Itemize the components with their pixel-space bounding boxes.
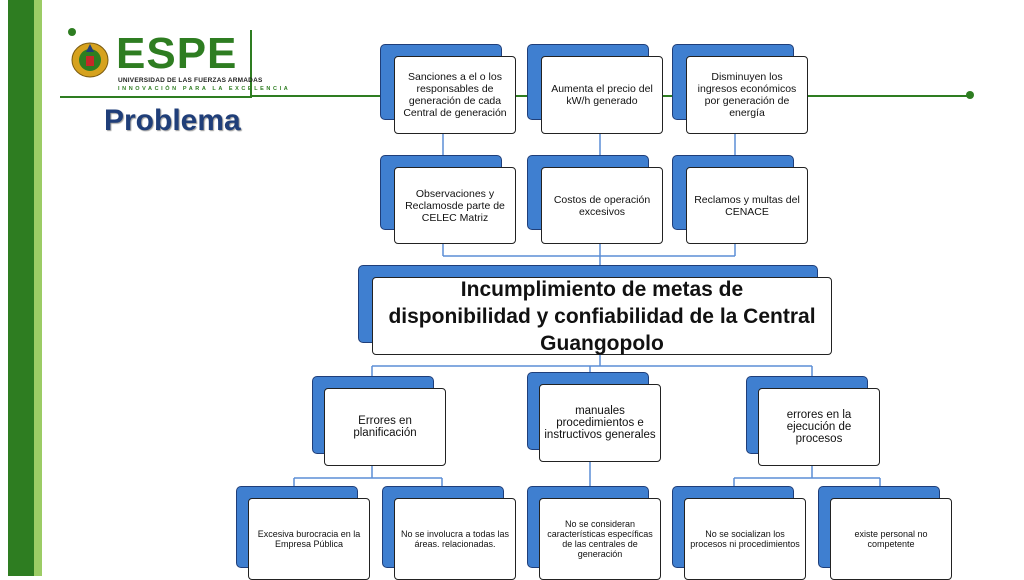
left-bar-light — [34, 0, 42, 576]
sub-cause-text: No se consideran características específ… — [539, 498, 661, 580]
effect-node: Disminuyen los ingresos económicos por g… — [672, 44, 808, 134]
central-problem-text: Incumplimiento de metas de disponibilida… — [372, 277, 832, 355]
cause-node: errores en la ejecución de procesos — [746, 376, 880, 466]
cause-text: errores en la ejecución de procesos — [758, 388, 880, 466]
central-problem-node: Incumplimiento de metas de disponibilida… — [358, 265, 832, 355]
effect-node: Aumenta el precio del kW/h generado — [527, 44, 663, 134]
slide-title: Problema — [104, 104, 241, 137]
effect-node: Reclamos y multas del CENACE — [672, 155, 808, 244]
sub-cause-node: No se consideran características específ… — [527, 486, 661, 580]
cause-node: Errores en planificación — [312, 376, 446, 466]
logo-frame — [60, 30, 252, 98]
sub-cause-text: No se socializan los procesos ni procedi… — [684, 498, 806, 580]
left-bar-dark — [8, 0, 34, 576]
effect-text: Disminuyen los ingresos económicos por g… — [686, 56, 808, 134]
cause-node: manuales procedimientos e instructivos g… — [527, 372, 661, 462]
cause-text: manuales procedimientos e instructivos g… — [539, 384, 661, 462]
logo-tagline: INNOVACIÓN PARA LA EXCELENCIA — [118, 86, 291, 92]
sub-cause-node: Excesiva burocracia en la Empresa Públic… — [236, 486, 370, 580]
sub-cause-text: existe personal no competente — [830, 498, 952, 580]
cause-text: Errores en planificación — [324, 388, 446, 466]
sub-cause-text: Excesiva burocracia en la Empresa Públic… — [248, 498, 370, 580]
logo-subtitle: UNIVERSIDAD DE LAS FUERZAS ARMADAS — [118, 77, 263, 84]
sub-cause-node: existe personal no competente — [818, 486, 952, 580]
effect-text: Costos de operación excesivos — [541, 167, 663, 244]
effect-text: Sanciones a el o los responsables de gen… — [394, 56, 516, 134]
logo-wordmark: ESPE — [116, 29, 238, 78]
effect-node: Observaciones y Reclamosde parte de CELE… — [380, 155, 516, 244]
header-rule-dot — [966, 91, 974, 99]
logo-frame-dot — [68, 28, 76, 36]
effect-node: Costos de operación excesivos — [527, 155, 663, 244]
effect-text: Observaciones y Reclamosde parte de CELE… — [394, 167, 516, 244]
university-seal-icon — [71, 42, 109, 78]
effect-text: Aumenta el precio del kW/h generado — [541, 56, 663, 134]
sub-cause-node: No se socializan los procesos ni procedi… — [672, 486, 806, 580]
sub-cause-text: No se involucra a todas las áreas. relac… — [394, 498, 516, 580]
effect-node: Sanciones a el o los responsables de gen… — [380, 44, 516, 134]
sub-cause-node: No se involucra a todas las áreas. relac… — [382, 486, 516, 580]
effect-text: Reclamos y multas del CENACE — [686, 167, 808, 244]
